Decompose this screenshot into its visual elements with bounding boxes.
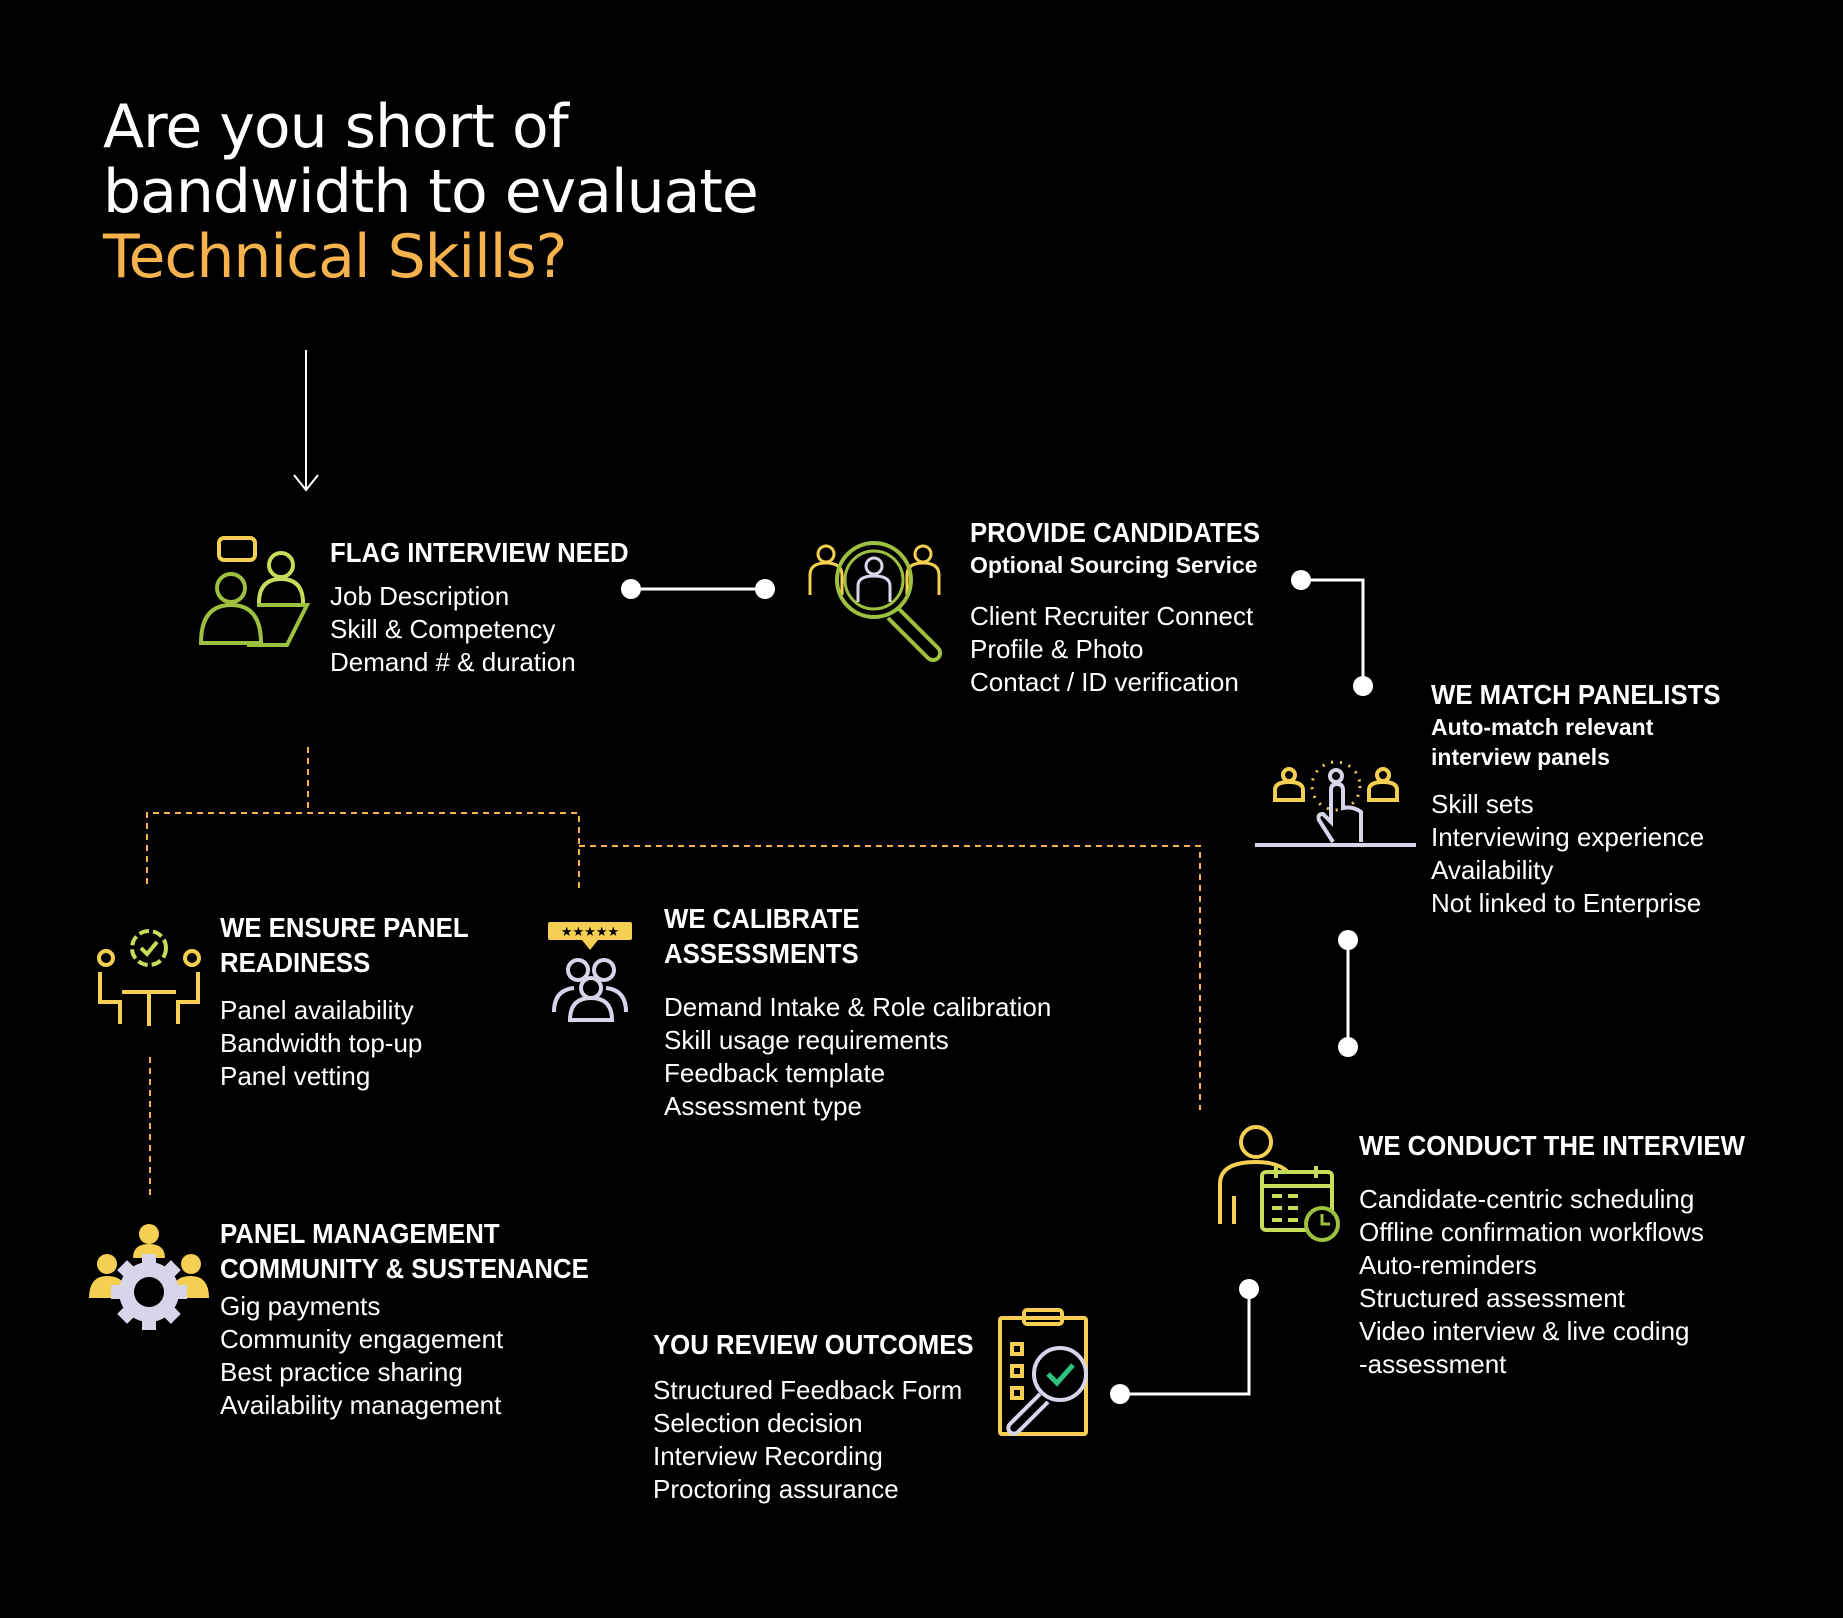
step-item: Skill usage requirements xyxy=(664,1025,949,1055)
step-item: Video interview & live coding xyxy=(1359,1316,1690,1346)
community-gear-icon xyxy=(89,1224,209,1330)
solid-connectors xyxy=(631,578,1365,1396)
step-item: Candidate-centric scheduling xyxy=(1359,1184,1695,1214)
step-heading: YOU REVIEW OUTCOMES xyxy=(653,1329,974,1360)
page-title: Are you short of bandwidth to evaluate T… xyxy=(103,92,759,292)
step-item: Availability xyxy=(1431,855,1554,885)
step-item: Interviewing experience xyxy=(1431,822,1705,852)
step-subheading: Optional Sourcing Service xyxy=(970,552,1258,578)
step-item: Job Description xyxy=(330,581,510,611)
step-item: Interview Recording xyxy=(653,1441,883,1471)
step-item: Contact / ID verification xyxy=(970,667,1239,697)
step-conduct-interview: WE CONDUCT THE INTERVIEW Candidate-centr… xyxy=(1359,1128,1778,1381)
panelist-select-hand-icon xyxy=(1255,760,1416,847)
step-review-outcomes: YOU REVIEW OUTCOMES Structured Feedback … xyxy=(653,1327,1001,1506)
step-item: Skill & Competency xyxy=(330,614,556,644)
step-item: Auto-reminders xyxy=(1359,1250,1537,1280)
step-item: Assessment type xyxy=(664,1091,862,1121)
step-flag-interview-need: FLAG INTERVIEW NEED Job Description Skil… xyxy=(330,535,655,679)
step-item: Client Recruiter Connect xyxy=(970,601,1254,631)
step-item: Profile & Photo xyxy=(970,634,1144,664)
step-provide-candidates: PROVIDE CANDIDATES Optional Sourcing Ser… xyxy=(970,515,1285,699)
step-item: Selection decision xyxy=(653,1408,863,1438)
step-heading: FLAG INTERVIEW NEED xyxy=(330,537,629,568)
svg-text:★★★★★: ★★★★★ xyxy=(561,925,619,940)
step-item: Offline confirmation workflows xyxy=(1359,1217,1704,1247)
down-arrow xyxy=(293,350,319,492)
step-item: Not linked to Enterprise xyxy=(1431,888,1702,918)
review-clipboard-icon xyxy=(998,1308,1088,1436)
candidate-search-icon xyxy=(808,541,943,663)
rated-team-icon: ★★★★★ xyxy=(548,922,632,1022)
step-ensure-readiness: WE ENSURE PANEL READINESS Panel availabi… xyxy=(220,910,490,1093)
connector-dots xyxy=(621,570,1373,1404)
step-item: Bandwidth top-up xyxy=(220,1028,423,1058)
title-accent: Technical Skills? xyxy=(103,222,568,292)
step-subheading: Auto-match relevant xyxy=(1431,714,1654,740)
step-item: Best practice sharing xyxy=(220,1357,463,1387)
step-heading: COMMUNITY & SUSTENANCE xyxy=(220,1253,589,1284)
title-line-1: Are you short of xyxy=(103,92,569,162)
title-line-2: bandwidth to evaluate xyxy=(103,157,759,227)
step-panel-management: PANEL MANAGEMENT COMMUNITY & SUSTENANCE … xyxy=(220,1216,621,1422)
interview-people-icon xyxy=(198,536,311,647)
dashed-connectors xyxy=(146,747,1201,1199)
step-match-panelists: WE MATCH PANELISTS Auto-match relevant i… xyxy=(1431,677,1746,920)
step-item: Proctoring assurance xyxy=(653,1474,899,1504)
step-heading: PROVIDE CANDIDATES xyxy=(970,517,1261,548)
step-item: Structured Feedback Form xyxy=(653,1375,963,1405)
step-heading: WE MATCH PANELISTS xyxy=(1431,679,1721,710)
panel-ready-meeting-icon xyxy=(97,929,201,1026)
step-heading: READINESS xyxy=(220,947,371,978)
step-item: Skill sets xyxy=(1431,789,1534,819)
step-item: Demand # & duration xyxy=(330,647,576,677)
step-heading: ASSESSMENTS xyxy=(664,938,859,969)
step-item: Feedback template xyxy=(664,1058,886,1088)
step-item: Structured assessment xyxy=(1359,1283,1625,1313)
interview-schedule-icon xyxy=(1218,1125,1340,1242)
step-heading: WE CALIBRATE xyxy=(664,903,860,934)
step-item: Community engagement xyxy=(220,1324,504,1354)
step-heading: WE ENSURE PANEL xyxy=(220,912,469,943)
step-item: Panel vetting xyxy=(220,1061,371,1091)
step-heading: PANEL MANAGEMENT xyxy=(220,1218,500,1249)
step-item: Panel availability xyxy=(220,995,414,1025)
step-item: -assessment xyxy=(1359,1349,1507,1379)
step-item: Gig payments xyxy=(220,1291,381,1321)
step-item: Availability management xyxy=(220,1390,502,1420)
step-subheading: interview panels xyxy=(1431,744,1610,770)
step-calibrate-assessments: WE CALIBRATE ASSESSMENTS Demand Intake &… xyxy=(664,901,1051,1123)
step-item: Demand Intake & Role calibration xyxy=(664,992,1052,1022)
step-heading: WE CONDUCT THE INTERVIEW xyxy=(1359,1130,1745,1161)
